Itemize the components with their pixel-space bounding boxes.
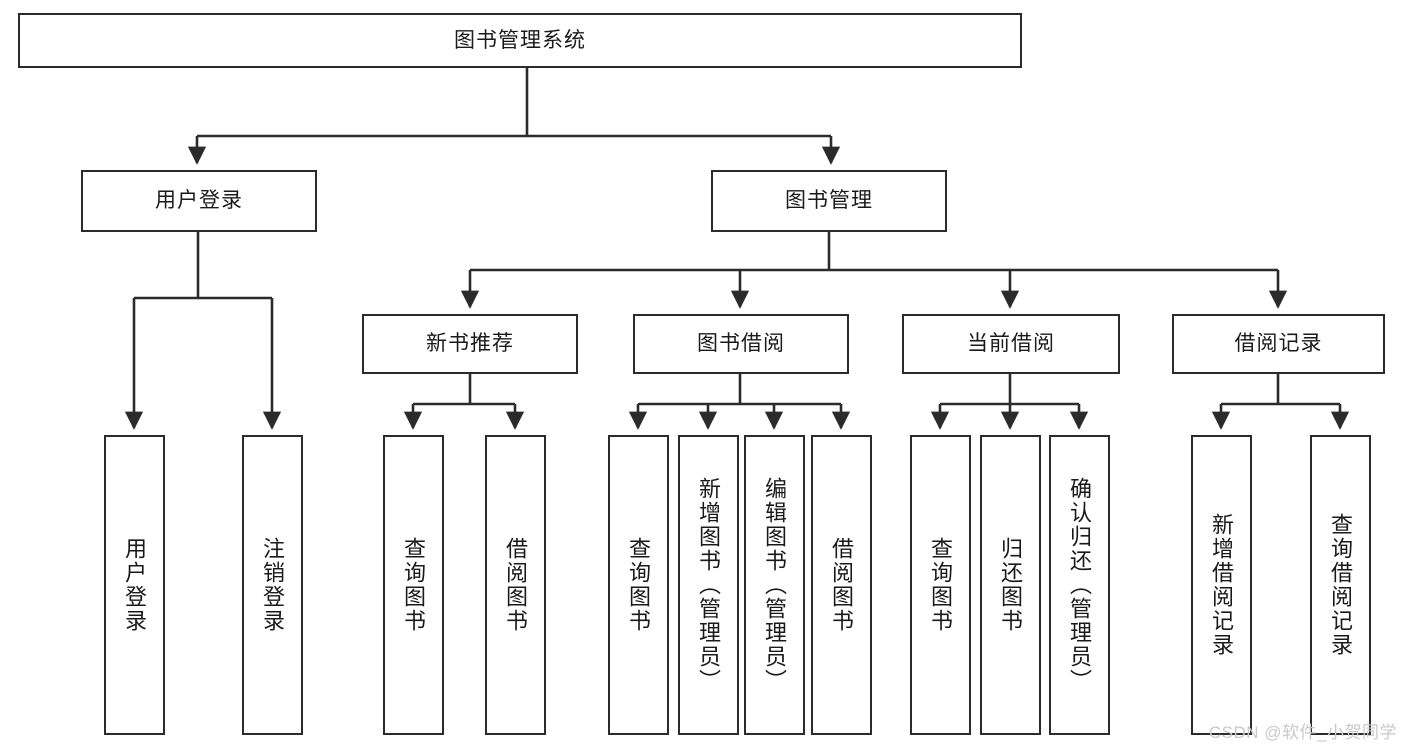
leaf-label: 查询图书: [928, 537, 954, 633]
leaf-user-login-login[interactable]: 用户登录: [104, 435, 165, 735]
leaf-borrow-query-book[interactable]: 查询图书: [608, 435, 669, 735]
node-book-management[interactable]: 图书管理: [711, 170, 947, 232]
node-root-book-management-system[interactable]: 图书管理系统: [18, 13, 1022, 68]
leaf-current-query-book[interactable]: 查询图书: [910, 435, 971, 735]
node-current-borrow[interactable]: 当前借阅: [902, 314, 1120, 374]
leaf-record-query-record[interactable]: 查询借阅记录: [1310, 435, 1371, 735]
leaf-borrow-borrow-book[interactable]: 借阅图书: [811, 435, 872, 735]
leaf-label: 归还图书: [998, 537, 1024, 633]
leaf-label: 确认归还（管理员）: [1067, 477, 1093, 693]
leaf-user-login-logout[interactable]: 注销登录: [242, 435, 303, 735]
leaf-label: 注销登录: [260, 537, 286, 633]
leaf-label: 新增借阅记录: [1209, 513, 1235, 657]
node-new-book-recommend[interactable]: 新书推荐: [362, 314, 578, 374]
leaf-current-return-book[interactable]: 归还图书: [980, 435, 1041, 735]
node-borrow-record[interactable]: 借阅记录: [1172, 314, 1385, 374]
leaf-label: 借阅图书: [829, 537, 855, 633]
node-user-login[interactable]: 用户登录: [81, 170, 317, 232]
leaf-borrow-edit-book-admin[interactable]: 编辑图书（管理员）: [744, 435, 805, 735]
leaf-current-confirm-return-admin[interactable]: 确认归还（管理员）: [1049, 435, 1110, 735]
leaf-label: 借阅图书: [503, 537, 529, 633]
leaf-borrow-add-book-admin[interactable]: 新增图书（管理员）: [678, 435, 739, 735]
leaf-record-add-record[interactable]: 新增借阅记录: [1191, 435, 1252, 735]
leaf-label: 查询借阅记录: [1328, 513, 1354, 657]
leaf-label: 用户登录: [122, 537, 148, 633]
node-book-borrow[interactable]: 图书借阅: [633, 314, 849, 374]
leaf-newbook-query-book[interactable]: 查询图书: [383, 435, 444, 735]
leaf-label: 查询图书: [401, 537, 427, 633]
leaf-label: 查询图书: [626, 537, 652, 633]
leaf-label: 编辑图书（管理员）: [762, 477, 788, 693]
leaf-newbook-borrow-book[interactable]: 借阅图书: [485, 435, 546, 735]
leaf-label: 新增图书（管理员）: [696, 477, 722, 693]
